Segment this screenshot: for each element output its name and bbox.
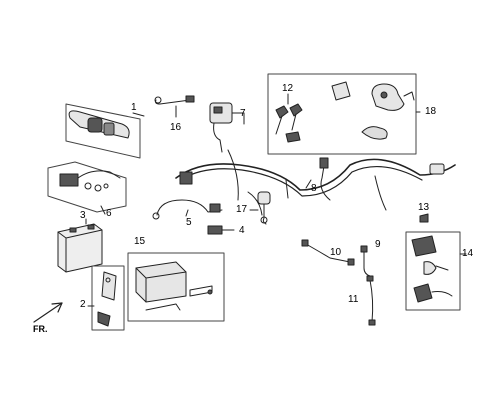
part-1-handlebar-switch xyxy=(65,103,145,159)
part-17-switch xyxy=(249,191,271,225)
callout-12: 12 xyxy=(282,83,294,94)
part-9-wire xyxy=(360,245,371,277)
part-7-relay xyxy=(209,102,245,153)
callout-11: 11 xyxy=(348,294,359,305)
callout-18: 18 xyxy=(425,106,437,117)
part-12-keys xyxy=(275,93,303,143)
callout-2: 2 xyxy=(80,299,86,310)
callout-16: 16 xyxy=(170,122,182,133)
part-4-connector xyxy=(207,225,235,235)
front-direction-label: FR. xyxy=(33,324,48,334)
part-14-connector-set xyxy=(405,231,467,311)
callout-13: 13 xyxy=(418,202,430,213)
part-10-wire xyxy=(301,239,355,266)
part-5-sub-harness xyxy=(152,199,223,220)
callout-7: 7 xyxy=(240,108,246,119)
callout-4: 4 xyxy=(239,225,245,236)
part-13-clip xyxy=(419,213,429,223)
callout-1: 1 xyxy=(131,102,137,113)
part-16-cable xyxy=(154,95,195,118)
callout-17: 17 xyxy=(236,204,248,215)
callout-8: 8 xyxy=(311,183,317,194)
callout-14: 14 xyxy=(462,248,474,259)
part-6-regulator xyxy=(47,161,127,215)
front-direction-arrow xyxy=(33,302,63,323)
callout-3: 3 xyxy=(80,210,86,221)
callout-15: 15 xyxy=(134,236,146,247)
callout-10: 10 xyxy=(330,247,342,258)
part-11-wire xyxy=(366,275,376,326)
part-15-bracket-assembly xyxy=(127,252,225,322)
part-8-main-harness xyxy=(175,149,456,216)
callout-5: 5 xyxy=(186,217,192,228)
part-3-battery xyxy=(57,218,103,273)
callout-9: 9 xyxy=(375,239,381,250)
part-18-key-switch-set xyxy=(267,73,421,155)
callout-6: 6 xyxy=(106,208,112,219)
part-2-bracket xyxy=(87,265,125,331)
